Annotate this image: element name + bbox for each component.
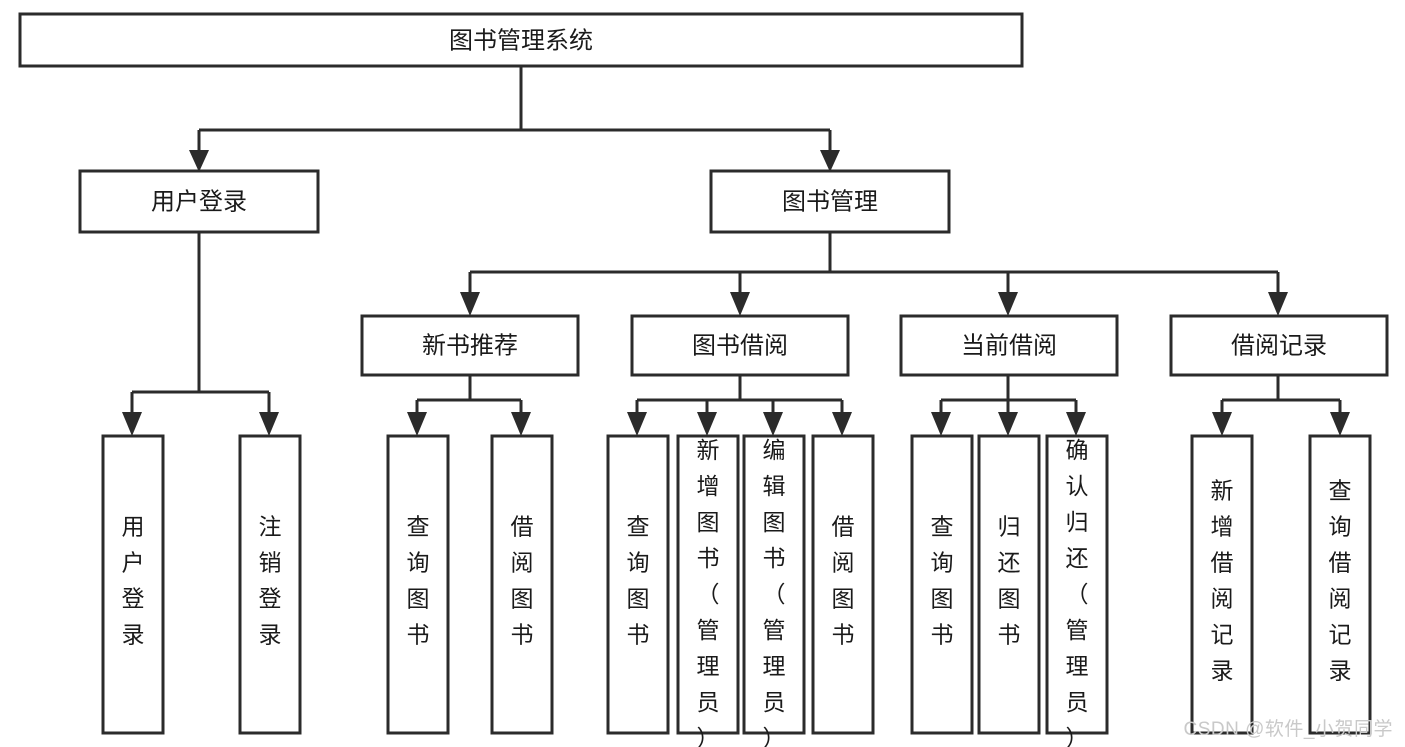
node-leaf-query-book-2-box[interactable] <box>606 434 670 735</box>
arrow-to-leaf-confirm-return <box>1066 412 1086 436</box>
node-leaf-edit-book[interactable]: 编辑图书（管理员） <box>742 434 806 747</box>
node-root-label: 图书管理系统 <box>449 28 593 55</box>
arrow-root-to-user-login <box>189 150 209 172</box>
node-leaf-add-book[interactable]: 新增图书（管理员） <box>676 434 740 747</box>
node-user-login-box[interactable] <box>78 169 320 234</box>
edge-book-management-to-level3-bus <box>468 232 1280 294</box>
arrow-to-book-borrow <box>730 292 750 316</box>
node-leaf-logout-box[interactable] <box>238 434 302 735</box>
node-leaf-return-book[interactable]: 归还图书 <box>977 434 1041 735</box>
node-leaf-borrow-book-1-box[interactable] <box>490 434 554 735</box>
node-book-borrow-box[interactable] <box>630 314 850 377</box>
node-leaf-return-book-box[interactable] <box>977 434 1041 735</box>
node-new-book-recommend[interactable]: 新书推荐 <box>360 314 580 377</box>
node-book-management[interactable]: 图书管理 <box>709 169 951 234</box>
arrow-to-leaf-add-record <box>1212 412 1232 436</box>
edge-new-book-recommend-to-leaves-bus <box>415 375 523 414</box>
node-leaf-logout[interactable]: 注销登录 <box>238 434 302 735</box>
node-leaf-borrow-book-1-label: 借阅图书 <box>511 514 534 648</box>
node-leaf-user-login-label: 用户登录 <box>122 514 145 648</box>
node-user-login-label: 用户登录 <box>151 189 247 216</box>
node-new-book-recommend-label: 新书推荐 <box>422 333 518 360</box>
node-user-login[interactable]: 用户登录 <box>78 169 320 234</box>
edge-root-to-level2-bus <box>197 66 832 152</box>
node-leaf-edit-book-box[interactable] <box>742 434 806 735</box>
node-book-borrow[interactable]: 图书借阅 <box>630 314 850 377</box>
node-leaf-confirm-return[interactable]: 确认归还（管理员） <box>1045 434 1109 747</box>
arrow-to-leaf-query-record <box>1330 412 1350 436</box>
node-leaf-borrow-book-2[interactable]: 借阅图书 <box>811 434 875 735</box>
node-leaf-borrow-book-2-box[interactable] <box>811 434 875 735</box>
node-leaf-query-book-3[interactable]: 查询图书 <box>910 434 974 735</box>
arrow-root-to-book-management <box>820 150 840 172</box>
arrow-to-leaf-borrow-book-2 <box>832 412 852 436</box>
node-leaf-query-book-1[interactable]: 查询图书 <box>386 434 450 735</box>
connector-layer <box>122 66 1350 436</box>
arrow-to-borrow-record <box>1268 292 1288 316</box>
edge-current-borrow-to-leaves-bus <box>939 375 1078 414</box>
edge-user-login-to-leaves-bus <box>130 232 271 414</box>
node-borrow-record[interactable]: 借阅记录 <box>1169 314 1389 377</box>
node-book-borrow-label: 图书借阅 <box>692 333 788 360</box>
node-leaf-query-book-3-label: 查询图书 <box>931 514 954 648</box>
node-leaf-add-book-box[interactable] <box>676 434 740 735</box>
node-current-borrow[interactable]: 当前借阅 <box>899 314 1119 377</box>
node-leaf-borrow-book-1[interactable]: 借阅图书 <box>490 434 554 735</box>
node-leaf-add-record[interactable]: 新增借阅记录 <box>1190 434 1254 735</box>
node-leaf-return-book-label: 归还图书 <box>998 514 1021 648</box>
arrow-to-leaf-query-book-1 <box>407 412 427 436</box>
node-leaf-logout-label: 注销登录 <box>259 514 282 648</box>
node-leaf-confirm-return-box[interactable] <box>1045 434 1109 735</box>
node-new-book-recommend-box[interactable] <box>360 314 580 377</box>
arrow-to-leaf-borrow-book-1 <box>511 412 531 436</box>
node-current-borrow-label: 当前借阅 <box>961 333 1057 360</box>
node-leaf-query-record[interactable]: 查询借阅记录 <box>1308 434 1372 735</box>
node-leaf-query-book-2-label: 查询图书 <box>627 514 650 648</box>
node-leaf-query-book-3-box[interactable] <box>910 434 974 735</box>
arrow-to-leaf-query-book-3 <box>931 412 951 436</box>
arrow-to-leaf-return-book <box>998 412 1018 436</box>
node-leaf-query-book-1-label: 查询图书 <box>407 514 430 648</box>
node-book-management-label: 图书管理 <box>782 189 878 216</box>
node-root-box[interactable] <box>18 12 1024 68</box>
node-leaf-confirm-return-label: 确认归还（管理员） <box>1066 437 1089 747</box>
edge-borrow-record-to-leaves-bus <box>1220 375 1342 414</box>
edge-book-borrow-to-leaves-bus <box>635 375 844 414</box>
node-book-management-box[interactable] <box>709 169 951 234</box>
arrow-to-leaf-add-book <box>697 412 717 436</box>
node-leaf-query-record-box[interactable] <box>1308 434 1372 735</box>
node-leaf-user-login[interactable]: 用户登录 <box>101 434 165 735</box>
node-leaf-add-book-label: 新增图书（管理员） <box>697 437 720 747</box>
node-leaf-query-record-label: 查询借阅记录 <box>1329 478 1352 684</box>
node-root[interactable]: 图书管理系统 <box>18 12 1024 68</box>
node-leaf-add-record-label: 新增借阅记录 <box>1211 478 1234 684</box>
node-leaf-user-login-box[interactable] <box>101 434 165 735</box>
arrow-to-leaf-edit-book <box>763 412 783 436</box>
node-borrow-record-box[interactable] <box>1169 314 1389 377</box>
arrow-to-new-book-recommend <box>460 292 480 316</box>
arrow-user-login-to-leaf-logout <box>259 412 279 436</box>
node-leaf-edit-book-label: 编辑图书（管理员） <box>763 437 786 747</box>
arrow-user-login-to-leaf-user-login <box>122 412 142 436</box>
node-leaf-borrow-book-2-label: 借阅图书 <box>832 514 855 648</box>
node-leaf-add-record-box[interactable] <box>1190 434 1254 735</box>
node-borrow-record-label: 借阅记录 <box>1231 333 1327 360</box>
leaf-layer: 用户登录 注销登录 查询图书 借阅图书 查询图书 新增图书（管理员） <box>101 434 1372 747</box>
arrow-to-current-borrow <box>998 292 1018 316</box>
node-leaf-query-book-2[interactable]: 查询图书 <box>606 434 670 735</box>
arrow-to-leaf-query-book-2 <box>627 412 647 436</box>
node-leaf-query-book-1-box[interactable] <box>386 434 450 735</box>
node-current-borrow-box[interactable] <box>899 314 1119 377</box>
